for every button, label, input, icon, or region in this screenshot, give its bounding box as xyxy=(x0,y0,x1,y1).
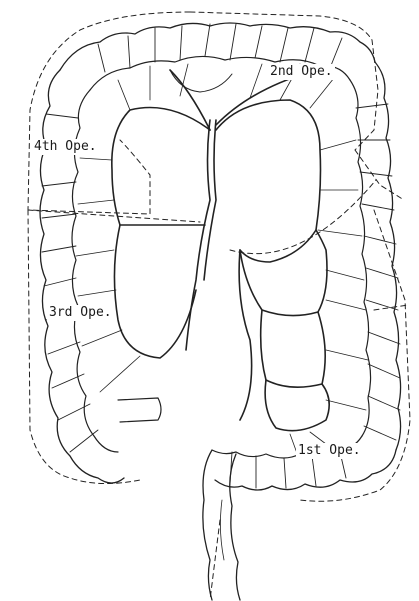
label-2nd-operation: 2nd Ope. xyxy=(268,64,335,80)
rectum xyxy=(203,450,240,600)
haustra-lines xyxy=(42,24,400,488)
label-1st-operation: 1st Ope. xyxy=(296,443,363,459)
terminal-ileum xyxy=(118,398,161,422)
mesenteric-vessels xyxy=(112,70,329,431)
colon-inner-wall xyxy=(72,56,371,458)
colon-outer-wall xyxy=(40,23,401,490)
label-3rd-operation: 3rd Ope. xyxy=(47,305,114,321)
label-4th-operation: 4th Ope. xyxy=(32,139,99,155)
resection-margin-4th xyxy=(28,12,190,214)
